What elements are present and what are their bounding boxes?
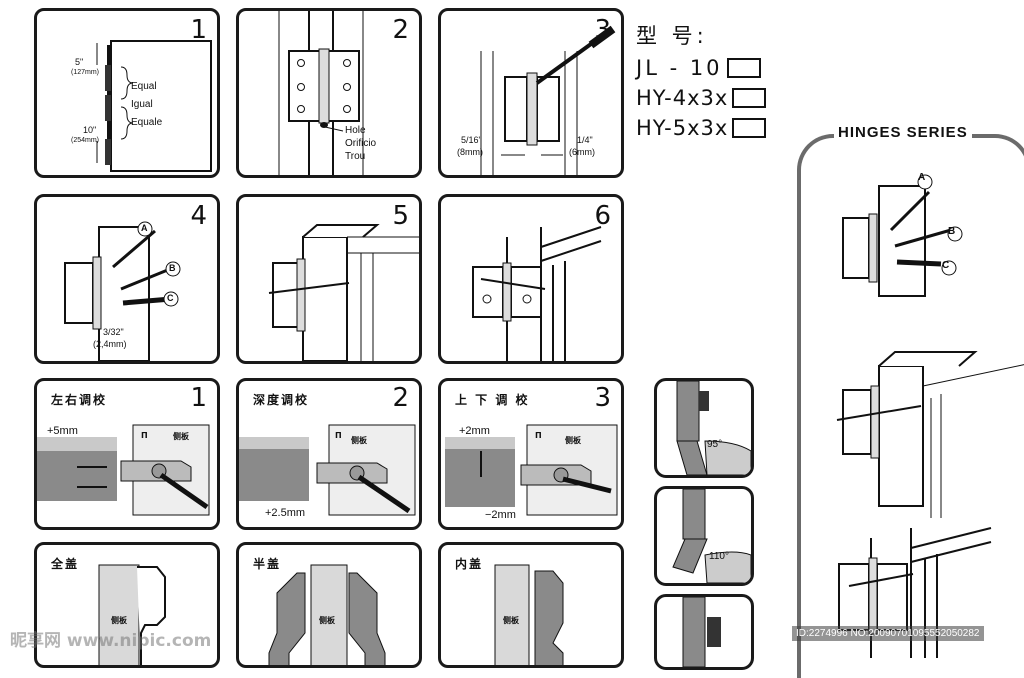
overlay-half-panel: 半盖 侧板	[236, 542, 422, 668]
series-label-a: A	[918, 172, 926, 183]
opening-angle-110-diagram	[672, 489, 751, 583]
model-option[interactable]: JL - 10	[636, 56, 786, 80]
angle-110-panel: 110°	[654, 486, 754, 586]
label-equal: Equal	[131, 81, 157, 92]
opening-angle-closed-diagram	[682, 597, 721, 667]
model-checkbox[interactable]	[732, 88, 767, 108]
step-number: 6	[594, 201, 611, 231]
hinges-series-frame	[797, 134, 1024, 678]
adjust-2-panel: 深度调校 2 +2.5mm П 侧板	[236, 378, 422, 530]
hinge-hole-diagram	[278, 11, 364, 175]
label-b: B	[169, 263, 176, 273]
label-c: C	[167, 293, 174, 303]
model-name: HY-4x3x	[636, 86, 729, 110]
overlay-full-panel: 全盖 侧板	[34, 542, 220, 668]
step-1-panel: 1 5" (127mm) Equal Igual Equale 10" (254…	[34, 8, 220, 178]
adjust-number: 1	[190, 383, 207, 413]
model-name: HY-5x3x	[636, 116, 729, 140]
screw-installation-diagram	[64, 221, 181, 361]
adjust-side-panel: 侧板	[565, 436, 581, 445]
label-orificio: Orificio	[345, 138, 377, 149]
height-adjust-diagram	[445, 424, 618, 516]
overlay-side-panel: 侧板	[111, 616, 127, 625]
step-2-panel: 2 Hole Orificio Trou	[236, 8, 422, 178]
model-option[interactable]: HY-5x3x	[636, 116, 786, 140]
label-equale: Equale	[131, 117, 163, 128]
model-checkbox[interactable]	[732, 118, 767, 138]
step-3-panel: 3 5/16" (8mm) 1/4" (6mm)	[438, 8, 624, 178]
step-number: 2	[392, 15, 409, 45]
inset-overlay-diagram	[494, 564, 564, 665]
model-name: JL - 10	[636, 56, 723, 80]
adjust-amount-down: −2mm	[485, 509, 516, 521]
adjust-mark: П	[141, 431, 148, 440]
label-top-inch: 5"	[75, 57, 84, 67]
label-igual: Igual	[131, 99, 153, 110]
adjust-3-panel: 上 下 调 校 3 +2mm −2mm П 侧板	[438, 378, 624, 530]
hinge-mounted-diagram	[268, 224, 419, 361]
label-left-inch: 5/16"	[461, 135, 482, 145]
label-bottom-mm: (254mm)	[71, 137, 100, 144]
adjust-title: 左右调校	[51, 393, 108, 407]
depth-adjust-diagram	[239, 424, 416, 516]
hinges-series-illustrations	[836, 174, 1024, 658]
label-left-mm: (8mm)	[457, 147, 483, 157]
label-right-mm: (6mm)	[569, 147, 595, 157]
adjust-amount: +2.5mm	[265, 507, 306, 519]
full-overlay-diagram	[98, 564, 166, 665]
overlay-inset-panel: 内盖 侧板	[438, 542, 624, 668]
step-4-panel: 4 A B C 3/32" (2,4mm)	[34, 194, 220, 364]
adjust-number: 3	[594, 383, 611, 413]
step-6-panel: 6	[438, 194, 624, 364]
adjust-mark: П	[535, 431, 542, 440]
angle-95-panel: 95°	[654, 378, 754, 478]
label-drill-mm: (2,4mm)	[93, 339, 127, 349]
label-bottom-inch: 10"	[83, 125, 97, 135]
overlay-title: 全盖	[51, 557, 80, 571]
step-number: 4	[190, 201, 207, 231]
step-number: 1	[190, 15, 207, 45]
model-title: 型 号:	[636, 24, 708, 48]
adjust-amount-up: +2mm	[459, 425, 490, 437]
adjust-side-panel: 侧板	[173, 432, 189, 441]
overlay-title: 内盖	[455, 557, 484, 571]
angle-label: 95°	[707, 439, 723, 450]
model-checkbox[interactable]	[726, 58, 761, 78]
hinge-final-diagram	[472, 226, 602, 361]
door-hinge-placement-diagram	[96, 40, 212, 172]
label-trou: Trou	[345, 151, 366, 162]
overlay-side-panel: 侧板	[319, 616, 335, 625]
label-right-inch: 1/4"	[577, 135, 593, 145]
label-hole: Hole	[345, 125, 366, 136]
step-5-panel: 5	[236, 194, 422, 364]
adjust-side-panel: 侧板	[351, 436, 367, 445]
label-drill-inch: 3/32"	[103, 327, 124, 337]
step-number: 5	[392, 201, 409, 231]
adjust-number: 2	[392, 383, 409, 413]
adjust-1-panel: 左右调校 1 +5mm П 侧板	[34, 378, 220, 530]
series-label-c: C	[942, 260, 950, 271]
adjust-mark: П	[335, 431, 342, 440]
hinges-series-title: HINGES SERIES	[834, 124, 972, 141]
opening-angle-95-diagram	[676, 381, 751, 475]
adjust-title: 深度调校	[253, 393, 310, 407]
model-list: 型 号: JL - 10 HY-4x3x HY-5x3x	[636, 20, 786, 140]
overlay-side-panel: 侧板	[503, 616, 519, 625]
overlay-title: 半盖	[253, 557, 282, 571]
half-overlay-diagram	[268, 564, 386, 665]
label-a: A	[141, 223, 148, 233]
hinge-offset-diagram	[480, 25, 616, 175]
side-adjust-diagram	[37, 424, 210, 516]
angle-third-panel	[654, 594, 754, 670]
adjust-title: 上 下 调 校	[455, 393, 530, 407]
series-label-b: B	[948, 226, 956, 237]
watermark-id: ID:2274996 NO:20090701095552050282	[792, 626, 984, 641]
model-option[interactable]: HY-4x3x	[636, 86, 786, 110]
angle-label: 110°	[709, 551, 729, 562]
label-top-mm: (127mm)	[71, 69, 100, 76]
watermark-logo: 昵享网 www.nipic.com	[10, 631, 212, 651]
adjust-amount: +5mm	[47, 425, 78, 437]
